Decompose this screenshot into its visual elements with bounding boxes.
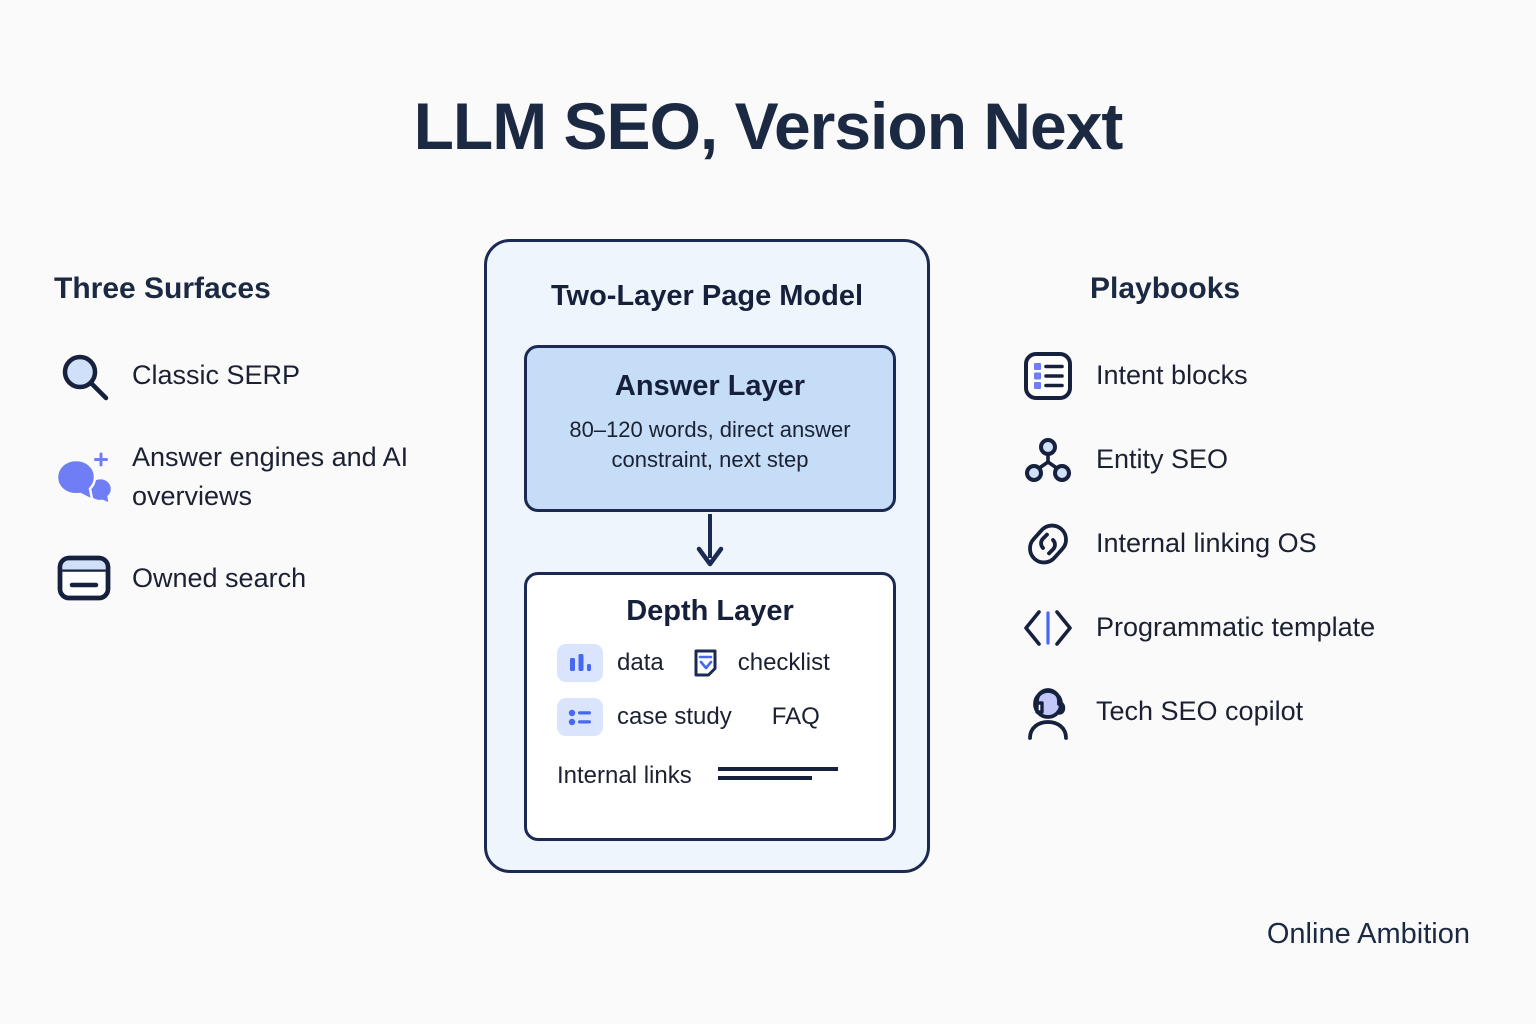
two-layer-page-model-card: Two-Layer Page Model Answer Layer 80–120… bbox=[484, 239, 930, 873]
link-chain-icon bbox=[1018, 516, 1078, 572]
code-brackets-icon bbox=[1018, 600, 1078, 656]
list-detail-icon bbox=[557, 698, 603, 736]
chip-label-faq: FAQ bbox=[771, 703, 820, 730]
intent-blocks-icon bbox=[1018, 348, 1078, 404]
answer-layer-panel: Answer Layer 80–120 words, direct answer… bbox=[524, 345, 896, 512]
playbook-item-programmatic-template: Programmatic template bbox=[1018, 600, 1488, 656]
internal-links-label: Internal links bbox=[557, 762, 692, 789]
surface-item-answer-engines: Answer engines and AI overviews bbox=[54, 438, 454, 516]
surface-item-classic-serp: Classic SERP bbox=[54, 348, 454, 404]
center-card-heading: Two-Layer Page Model bbox=[550, 280, 864, 312]
surface-label: Answer engines and AI overviews bbox=[132, 442, 409, 512]
playbook-label: Internal linking OS bbox=[1096, 528, 1317, 559]
headset-person-icon bbox=[1018, 684, 1078, 740]
answer-layer-subtitle: 80–120 words, direct answer constraint, … bbox=[569, 417, 851, 472]
depth-layer-panel: Depth Layer data c bbox=[524, 572, 896, 841]
search-card-icon bbox=[54, 550, 114, 606]
playbook-item-internal-linking: Internal linking OS bbox=[1018, 516, 1488, 572]
chip-label-case-study: case study bbox=[617, 703, 732, 730]
surface-item-owned-search: Owned search bbox=[54, 550, 454, 606]
playbook-label: Entity SEO bbox=[1096, 444, 1229, 475]
depth-chip-row-2: case study FAQ bbox=[527, 698, 893, 736]
playbook-label: Tech SEO copilot bbox=[1096, 696, 1304, 727]
internal-links-row: Internal links bbox=[527, 762, 893, 790]
playbook-item-tech-seo-copilot: Tech SEO copilot bbox=[1018, 684, 1488, 740]
chip-label-data: data bbox=[617, 649, 664, 676]
three-surfaces-column: Three Surfaces Classic SERP bbox=[54, 272, 454, 640]
depth-chip-row-1: data checklist bbox=[527, 644, 893, 682]
playbook-label: Intent blocks bbox=[1096, 360, 1248, 391]
brand-footer: Online Ambition bbox=[1266, 918, 1470, 950]
arrow-down-icon bbox=[696, 514, 724, 567]
playbook-item-entity-seo: Entity SEO bbox=[1018, 432, 1488, 488]
magnifier-icon bbox=[54, 348, 114, 404]
playbooks-column: Playbooks Intent blocks bbox=[1018, 272, 1488, 768]
surface-label: Classic SERP bbox=[132, 360, 301, 391]
page-title: LLM SEO, Version Next bbox=[413, 89, 1124, 163]
entity-graph-icon bbox=[1018, 432, 1078, 488]
three-surfaces-heading: Three Surfaces bbox=[54, 272, 271, 305]
playbooks-heading: Playbooks bbox=[1090, 272, 1241, 305]
playbook-label: Programmatic template bbox=[1096, 612, 1376, 643]
checklist-icon bbox=[690, 646, 724, 680]
bar-chart-icon bbox=[557, 644, 603, 682]
chat-bubbles-sparkle-icon bbox=[54, 449, 114, 507]
chip-label-checklist: checklist bbox=[737, 649, 830, 676]
playbook-item-intent-blocks: Intent blocks bbox=[1018, 348, 1488, 404]
depth-layer-title: Depth Layer bbox=[626, 595, 794, 627]
surface-label: Owned search bbox=[132, 562, 307, 593]
arrow-container bbox=[487, 514, 933, 572]
link-lines-icon bbox=[716, 763, 840, 790]
answer-layer-title: Answer Layer bbox=[614, 370, 806, 402]
